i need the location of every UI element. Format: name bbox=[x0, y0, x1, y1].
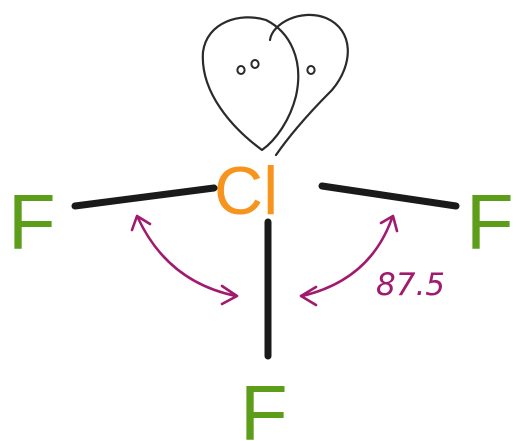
ligand-f-bottom: F bbox=[240, 369, 288, 441]
arrowhead-left-top bbox=[130, 214, 152, 232]
bond-angle-label: 87.5 bbox=[376, 267, 445, 303]
lone-pair-lobes bbox=[201, 13, 349, 157]
arrowhead-left-bottom bbox=[220, 284, 239, 306]
electron-dot bbox=[306, 65, 316, 75]
bonds bbox=[71, 182, 460, 360]
bond-left bbox=[71, 184, 218, 210]
ligand-f-left: F bbox=[8, 178, 56, 266]
arrowhead-right-top bbox=[379, 214, 399, 233]
electron-dot bbox=[236, 65, 246, 75]
lone-pair-lobe-right bbox=[268, 13, 349, 157]
bond-angle-arrows bbox=[130, 214, 399, 307]
angle-arc-left bbox=[136, 216, 238, 298]
central-atom-cl: Cl bbox=[214, 153, 278, 229]
arrowhead-right-bottom bbox=[299, 285, 318, 307]
lone-pair-lobe-left bbox=[201, 16, 300, 152]
angle-arc-right bbox=[300, 216, 394, 298]
lone-pair-electrons bbox=[236, 59, 316, 75]
bond-right bbox=[318, 182, 460, 210]
electron-dot bbox=[250, 59, 260, 69]
ligand-f-right: F bbox=[466, 178, 514, 266]
